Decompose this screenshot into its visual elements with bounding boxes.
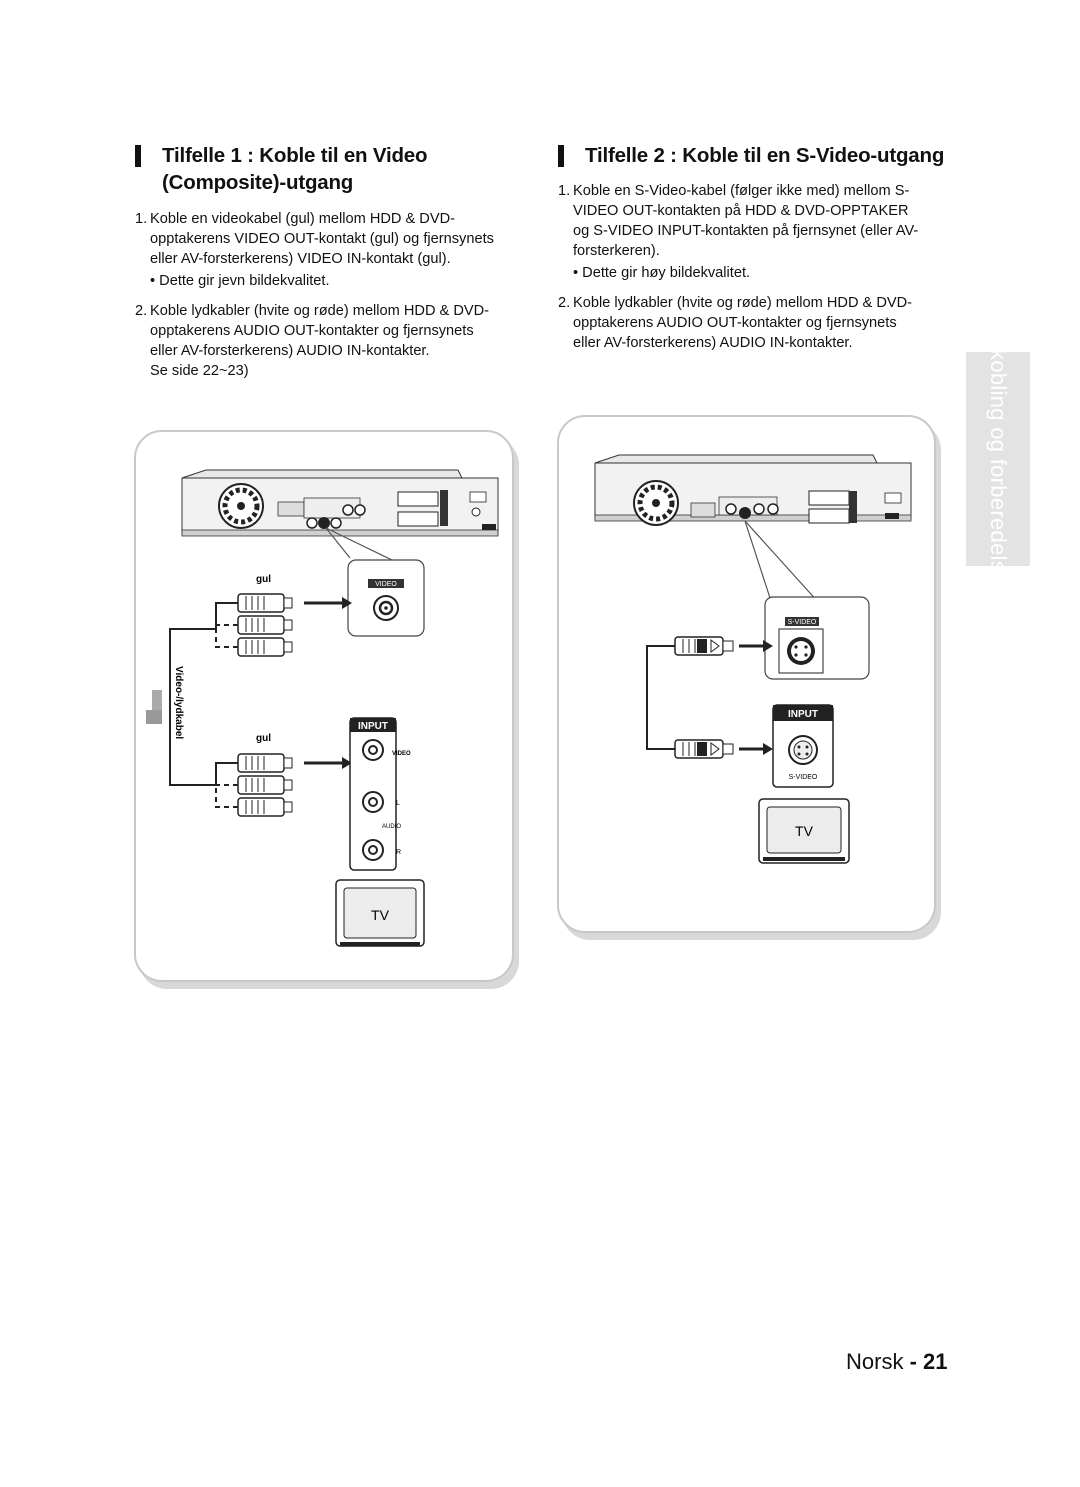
step-bullet: • Dette gir høy bildekvalitet. <box>573 265 751 281</box>
svideo-connection-diagram: S-VIDEO <box>594 454 912 864</box>
svideo-plug-bottom <box>674 739 773 759</box>
step-text-line: eller AV-forsterkerens) VIDEO IN-kontakt… <box>150 251 451 267</box>
diagram-panel-composite: VIDEO gul <box>134 430 514 982</box>
case-1-steps: 1. Koble en videokabel (gul) mellom HDD … <box>135 209 540 381</box>
step-number: 2. <box>558 295 571 311</box>
left-column: Tilfelle 1 : Koble til en Video (Composi… <box>135 142 540 391</box>
video-out-jack-callout: VIDEO <box>347 559 425 637</box>
composite-connection-diagram: VIDEO gul <box>146 469 499 947</box>
page-footer: Norsk - 21 <box>846 1349 948 1375</box>
heading-line-2-prefix: ( <box>162 171 169 194</box>
step-number: 1. <box>135 211 148 227</box>
cable-plugs-top <box>215 593 352 657</box>
svideo-plug-top <box>674 636 773 656</box>
step-number: 1. <box>558 183 571 199</box>
svideo-jack-label: S-VIDEO <box>788 619 817 626</box>
step-item: 1. Koble en S-Video-kabel (følger ikke m… <box>558 181 968 283</box>
step-bullet: • Dette gir jevn bildekvalitet. <box>150 273 330 289</box>
cable-plugs-bottom <box>169 753 352 817</box>
tv-input-panel: INPUT VIDEO L AUDIO R <box>349 717 411 871</box>
recorder-rear-panel <box>181 469 499 537</box>
step-text-line: Koble en S-Video-kabel (følger ikke med)… <box>573 183 910 199</box>
section-heading-case-1: Tilfelle 1 : Koble til en Video (Composi… <box>135 142 540 196</box>
step-text-line: opptakerens AUDIO OUT-kontakter og fjern… <box>573 315 897 331</box>
step-text-line: Koble lydkabler (hvite og røde) mellom H… <box>573 295 913 311</box>
step-text-line: Koble en videokabel (gul) mellom HDD & D… <box>150 211 455 227</box>
step-text-line: forsterkeren). <box>573 243 660 259</box>
step-text-line: og S-VIDEO INPUT-kontakten på fjernsynet… <box>573 223 919 239</box>
right-column: Tilfelle 2 : Koble til en S-Video-utgang… <box>558 142 968 363</box>
tv-icon: TV <box>335 879 425 947</box>
step-number: 2. <box>135 303 148 319</box>
step-text-line: eller AV-forsterkerens) AUDIO IN-kontakt… <box>573 335 853 351</box>
footer-language: Norsk <box>846 1349 904 1374</box>
step-text-line: opptakerens AUDIO OUT-kontakter og fjern… <box>150 323 474 339</box>
svideo-out-jack-callout: S-VIDEO <box>764 596 870 680</box>
chapter-side-tab: Tilkobling og forberedelser <box>966 326 1030 592</box>
tv-input-panel: INPUT S-VIDEO <box>772 704 834 788</box>
step-text-line: opptakerens VIDEO OUT-kontakt (gul) og f… <box>150 231 494 247</box>
section-heading-case-2: Tilfelle 2 : Koble til en S-Video-utgang <box>558 142 968 169</box>
cable-type-label: Video-/lydkabel <box>173 666 184 739</box>
step-item: 1. Koble en videokabel (gul) mellom HDD … <box>135 209 540 291</box>
tv-label: TV <box>795 823 814 839</box>
down-arrow-icon <box>146 690 162 724</box>
cable-color-label: gul <box>256 733 271 744</box>
step-text-line: Se side 22~23) <box>150 363 249 379</box>
diagram-panel-svideo: S-VIDEO <box>557 415 936 933</box>
step-item: 2. Koble lydkabler (hvite og røde) mello… <box>558 293 968 353</box>
video-jack-label: VIDEO <box>375 581 397 588</box>
input-audio-label: AUDIO <box>382 824 401 830</box>
footer-separator: - <box>909 1349 917 1374</box>
input-l-label: L <box>396 800 400 807</box>
cable-color-label: gul <box>256 574 271 585</box>
chapter-side-tab-label: Tilkobling og forberedelser <box>986 325 1011 593</box>
step-text-line: VIDEO OUT-kontakten på HDD & DVD-OPPTAKE… <box>573 203 909 219</box>
heading-line-1: Tilfelle 1 : Koble til en Video <box>162 144 428 167</box>
step-text-line: eller AV-forsterkerens) AUDIO IN-kontakt… <box>150 343 430 359</box>
step-text-line: Koble lydkabler (hvite og røde) mellom H… <box>150 303 490 319</box>
tv-icon: TV <box>758 798 850 864</box>
input-header-label: INPUT <box>358 721 388 732</box>
tv-label: TV <box>371 907 390 923</box>
step-item: 2. Koble lydkabler (hvite og røde) mello… <box>135 301 540 381</box>
input-video-label: VIDEO <box>392 751 411 757</box>
input-header-label: INPUT <box>788 709 818 720</box>
page-number: 21 <box>923 1349 948 1374</box>
input-r-label: R <box>396 849 401 856</box>
heading-line-2: Composite)-utgang <box>168 171 354 194</box>
case-2-steps: 1. Koble en S-Video-kabel (følger ikke m… <box>558 181 968 353</box>
recorder-rear-panel <box>594 454 912 526</box>
input-svideo-label: S-VIDEO <box>789 774 818 781</box>
